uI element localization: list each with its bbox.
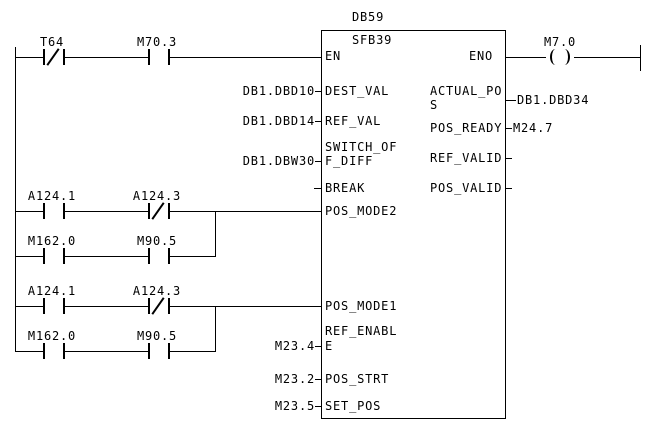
wire [314, 188, 322, 189]
wire [15, 351, 216, 352]
wire [315, 91, 322, 92]
contact-no-icon[interactable] [43, 203, 65, 219]
coil-left-paren [550, 49, 561, 65]
pin-label-eno: ENO [469, 49, 494, 63]
pin-label-ref-enable-line2: E [325, 339, 334, 353]
pin-label-pos-ready: POS_READY [430, 121, 503, 135]
contact-operand-label[interactable]: M162.0 [27, 329, 77, 343]
contact-nc-icon[interactable] [148, 202, 170, 220]
nc-slash-icon [151, 297, 165, 315]
pin-label-dest-val: DEST_VAL [325, 84, 390, 98]
pin-label-pos-mode2: POS_MODE2 [325, 204, 398, 218]
operand-label[interactable]: M23.4 [274, 339, 315, 353]
pin-label-ref-enable-line1: REF_ENABL [325, 324, 398, 338]
contact-operand-label[interactable]: A124.3 [132, 284, 182, 298]
pin-label-set-pos: SET_POS [325, 399, 382, 413]
power-rail-left [15, 47, 16, 352]
operand-label[interactable]: DB1.DBD14 [242, 114, 315, 128]
contact-no-icon[interactable] [148, 343, 170, 359]
contact-operand-label[interactable]: M162.0 [27, 234, 77, 248]
contact-operand-label[interactable]: M70.3 [136, 35, 178, 49]
contact-no-icon[interactable] [148, 49, 170, 65]
operand-label[interactable]: DB1.DBD34 [517, 93, 590, 107]
wire [504, 158, 512, 159]
wire [215, 306, 216, 352]
pin-label-en: EN [325, 49, 342, 63]
nc-slash-icon [151, 202, 165, 220]
contact-operand-label[interactable]: A124.1 [27, 284, 77, 298]
operand-label[interactable]: M24.7 [513, 121, 554, 135]
nc-slash-icon [46, 48, 60, 66]
contact-operand-label[interactable]: M90.5 [136, 329, 178, 343]
contact-no-icon[interactable] [43, 248, 65, 264]
pin-label-actual-pos-line1: ACTUAL_PO [430, 84, 503, 98]
pin-label-ref-valid: REF_VALID [430, 151, 503, 165]
pin-label-actual-pos-line2: S [430, 98, 439, 112]
pin-label-pos-valid: POS_VALID [430, 181, 503, 195]
pin-label-switch-off-diff-line1: SWITCH_OF [325, 140, 398, 154]
function-block[interactable] [321, 30, 506, 419]
pin-label-pos-strt: POS_STRT [325, 372, 390, 386]
wire [504, 128, 512, 129]
contact-no-icon[interactable] [43, 298, 65, 314]
contact-operand-label[interactable]: T64 [39, 35, 65, 49]
contact-operand-label[interactable]: A124.3 [132, 189, 182, 203]
pin-label-ref-val: REF_VAL [325, 114, 382, 128]
operand-label[interactable]: M23.5 [274, 399, 315, 413]
wire [15, 256, 216, 257]
power-rail-right [640, 45, 641, 71]
wire [315, 121, 322, 122]
pin-label-break: BREAK [325, 181, 366, 195]
coil-operand-label[interactable]: M7.0 [543, 35, 577, 49]
contact-no-icon[interactable] [148, 248, 170, 264]
coil-right-paren [559, 49, 570, 65]
coil-icon[interactable] [546, 47, 574, 67]
db-label: DB59 [352, 10, 385, 24]
operand-label[interactable]: M23.2 [274, 372, 315, 386]
pin-label-pos-mode1: POS_MODE1 [325, 299, 398, 313]
wire [315, 161, 322, 162]
wire [504, 188, 512, 189]
wire [504, 100, 516, 101]
wire [315, 346, 322, 347]
contact-nc-icon[interactable] [148, 297, 170, 315]
wire [215, 211, 216, 257]
contact-nc-icon[interactable] [43, 48, 65, 66]
block-title: SFB39 [352, 33, 393, 47]
wire [315, 406, 322, 407]
contact-operand-label[interactable]: M90.5 [136, 234, 178, 248]
contact-operand-label[interactable]: A124.1 [27, 189, 77, 203]
operand-label[interactable]: DB1.DBD10 [242, 84, 315, 98]
pin-label-switch-off-diff-line2: F_DIFF [325, 154, 374, 168]
contact-no-icon[interactable] [43, 343, 65, 359]
wire [315, 379, 322, 380]
operand-label[interactable]: DB1.DBW30 [242, 154, 315, 168]
